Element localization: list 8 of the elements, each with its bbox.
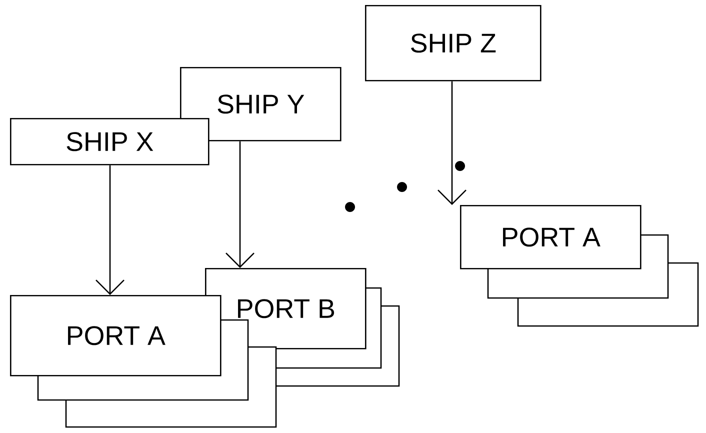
- ship-box: SHIP Y: [180, 66, 342, 142]
- ship-box: SHIP Z: [365, 4, 542, 82]
- port-box: PORT A: [10, 294, 222, 376]
- port-box: PORT A: [460, 204, 642, 270]
- arrow: [96, 165, 124, 295]
- arrow: [226, 141, 254, 268]
- arrow: [438, 81, 466, 205]
- ship-box: SHIP X: [10, 118, 210, 166]
